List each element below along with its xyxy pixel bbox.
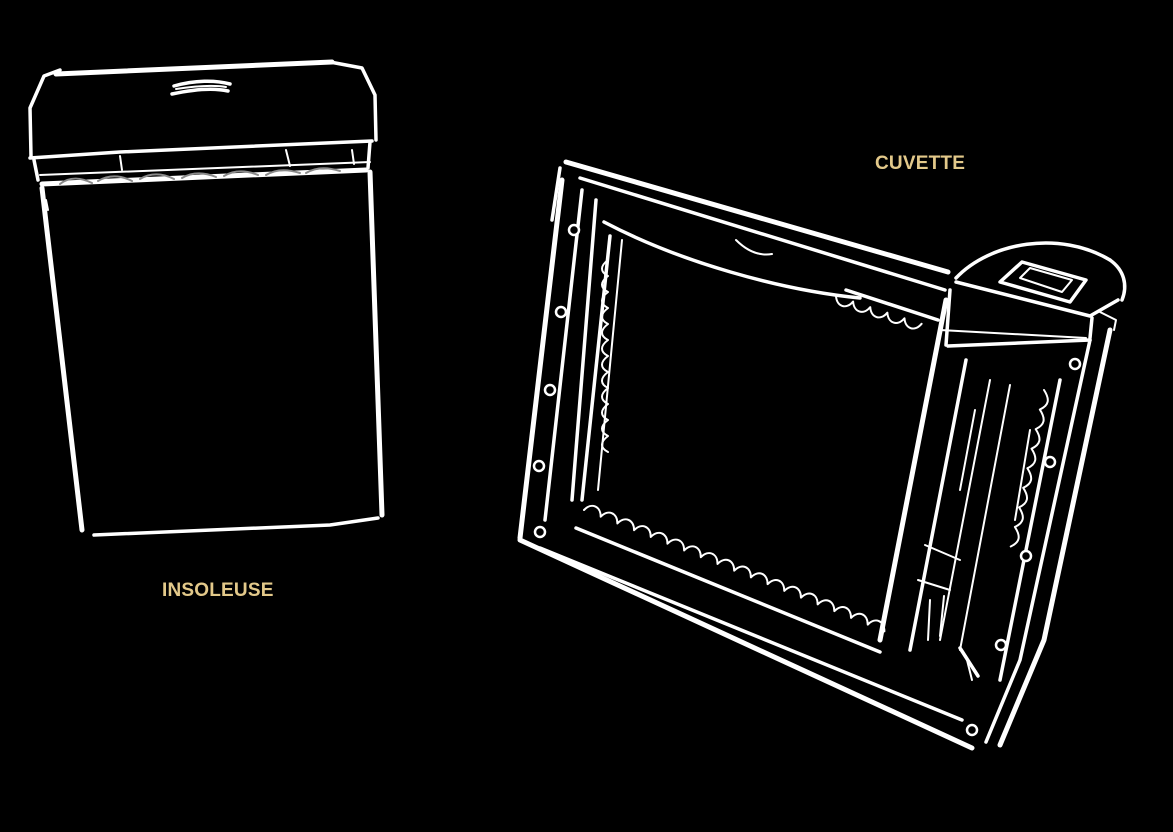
cuvette-pump-housing xyxy=(940,243,1125,346)
insoleuse-body xyxy=(42,172,382,535)
cuvette-label: CUVETTE xyxy=(875,153,965,175)
insoleuse-label: INSOLEUSE xyxy=(162,580,274,602)
insoleuse-sketch xyxy=(30,62,382,535)
cuvette-window xyxy=(582,222,938,500)
insoleuse-handle xyxy=(172,81,230,94)
insoleuse-lid xyxy=(30,62,376,184)
cuvette-bottom-tube xyxy=(584,503,887,631)
cuvette-sketch xyxy=(520,162,1125,748)
